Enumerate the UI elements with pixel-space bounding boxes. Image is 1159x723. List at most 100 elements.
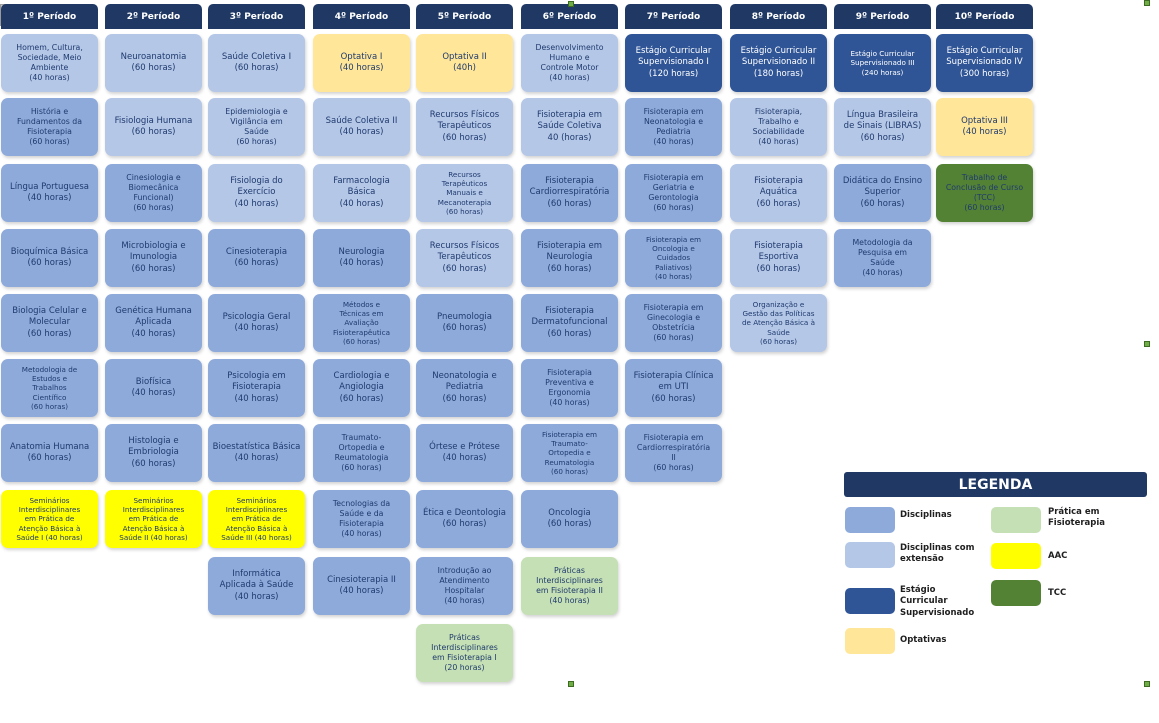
legend-swatch <box>991 580 1041 606</box>
course-box[interactable]: História e Fundamentos da Fisioterapia (… <box>1 98 98 156</box>
course-box[interactable]: Fisiologia Humana (60 horas) <box>105 98 202 156</box>
course-box[interactable]: Recursos Físicos Terapêuticos (60 horas) <box>416 98 513 156</box>
course-box[interactable]: Fisioterapia em Geriatria e Gerontologia… <box>625 164 722 222</box>
course-box[interactable]: Seminários Interdisciplinares em Prática… <box>105 490 202 548</box>
course-box[interactable]: Metodologia da Pesquisa em Saúde (40 hor… <box>834 229 931 287</box>
course-box[interactable]: Fisioterapia Esportiva (60 horas) <box>730 229 827 287</box>
course-box[interactable]: Neonatologia e Pediatria (60 horas) <box>416 359 513 417</box>
course-box[interactable]: Optativa I (40 horas) <box>313 34 410 92</box>
course-box[interactable]: Microbiologia e Imunologia (60 horas) <box>105 229 202 287</box>
period-header: 10º Período <box>936 4 1033 29</box>
course-box[interactable]: Farmacologia Básica (40 horas) <box>313 164 410 222</box>
course-box[interactable]: Fisioterapia em Neurologia (60 horas) <box>521 229 618 287</box>
course-box[interactable]: Cardiologia e Angiologia (60 horas) <box>313 359 410 417</box>
course-box[interactable]: Fisioterapia em Oncologia e Cuidados Pal… <box>625 229 722 287</box>
period-header: 5º Período <box>416 4 513 29</box>
period-header: 3º Período <box>208 4 305 29</box>
course-box[interactable]: Metodologia de Estudos e Trabalhos Cient… <box>1 359 98 417</box>
course-box[interactable]: Práticas Interdisciplinares em Fisiotera… <box>416 624 513 682</box>
course-box[interactable]: Língua Portuguesa (40 horas) <box>1 164 98 222</box>
course-box[interactable]: Saúde Coletiva I (60 horas) <box>208 34 305 92</box>
legend-label: Prática em Fisioterapia <box>1048 507 1106 529</box>
course-box[interactable]: Estágio Curricular Supervisionado II (18… <box>730 34 827 92</box>
course-box[interactable]: Órtese e Prótese (40 horas) <box>416 424 513 482</box>
course-box[interactable]: Recursos Terapêuticos Manuais e Mecanote… <box>416 164 513 222</box>
course-box[interactable]: Pneumologia (60 horas) <box>416 294 513 352</box>
course-box[interactable]: Fisioterapia em Cardiorrespiratória II (… <box>625 424 722 482</box>
selection-handle[interactable] <box>1144 0 1150 6</box>
course-box[interactable]: Traumato- Ortopedia e Reumatologia (60 h… <box>313 424 410 482</box>
course-box[interactable]: Fisioterapia Clínica em UTI (60 horas) <box>625 359 722 417</box>
legend-swatch <box>845 507 895 533</box>
period-header: 7º Período <box>625 4 722 29</box>
course-box[interactable]: Cinesioterapia (60 horas) <box>208 229 305 287</box>
course-box[interactable]: Práticas Interdisciplinares em Fisiotera… <box>521 557 618 615</box>
course-box[interactable]: Biologia Celular e Molecular (60 horas) <box>1 294 98 352</box>
course-box[interactable]: Cinesiologia e Biomecânica Funcional) (6… <box>105 164 202 222</box>
course-box[interactable]: Neuroanatomia (60 horas) <box>105 34 202 92</box>
course-box[interactable]: Fisiologia do Exercício (40 horas) <box>208 164 305 222</box>
course-box[interactable]: Fisioterapia em Neonatologia e Pediatria… <box>625 98 722 156</box>
period-header: 4º Período <box>313 4 410 29</box>
course-box[interactable]: Desenvolvimento Humano e Controle Motor … <box>521 34 618 92</box>
selection-handle[interactable] <box>1144 341 1150 347</box>
course-box[interactable]: Fisioterapia Cardiorrespiratória (60 hor… <box>521 164 618 222</box>
course-box[interactable]: Genética Humana Aplicada (40 horas) <box>105 294 202 352</box>
course-box[interactable]: Bioestatística Básica (40 horas) <box>208 424 305 482</box>
course-box[interactable]: Fisioterapia em Saúde Coletiva 40 (horas… <box>521 98 618 156</box>
course-box[interactable]: Organização e Gestão das Políticas de At… <box>730 294 827 352</box>
course-box[interactable]: Fisioterapia, Trabalho e Sociabilidade (… <box>730 98 827 156</box>
course-box[interactable]: Anatomia Humana (60 horas) <box>1 424 98 482</box>
course-box[interactable]: Introdução ao Atendimento Hospitalar (40… <box>416 557 513 615</box>
legend-swatch <box>845 542 895 568</box>
course-box[interactable]: Epidemiologia e Vigilância em Saúde (60 … <box>208 98 305 156</box>
legend-label: Optativas <box>900 635 947 645</box>
course-box[interactable]: Fisioterapia Dermatofuncional (60 horas) <box>521 294 618 352</box>
course-box[interactable]: Fisioterapia Aquática (60 horas) <box>730 164 827 222</box>
legend-label: Disciplinas <box>900 510 952 520</box>
course-box[interactable]: Fisioterapia Preventiva e Ergonomia (40 … <box>521 359 618 417</box>
course-box[interactable]: Seminários Interdisciplinares em Prática… <box>208 490 305 548</box>
selection-handle[interactable] <box>568 1 574 7</box>
course-box[interactable]: Métodos e Técnicas em Avaliação Fisioter… <box>313 294 410 352</box>
course-box[interactable]: Oncologia (60 horas) <box>521 490 618 548</box>
legend-swatch <box>845 588 895 614</box>
course-box[interactable]: Língua Brasileira de Sinais (LIBRAS) (60… <box>834 98 931 156</box>
course-box[interactable]: Informática Aplicada à Saúde (40 horas) <box>208 557 305 615</box>
course-box[interactable]: Fisioterapia em Traumato- Ortopedia e Re… <box>521 424 618 482</box>
course-box[interactable]: Psicologia Geral (40 horas) <box>208 294 305 352</box>
period-header: 1º Período <box>1 4 98 29</box>
course-box[interactable]: Saúde Coletiva II (40 horas) <box>313 98 410 156</box>
course-box[interactable]: Optativa III (40 horas) <box>936 98 1033 156</box>
legend-label: TCC <box>1048 588 1067 598</box>
legend-swatch <box>991 543 1041 569</box>
selection-handle[interactable] <box>568 681 574 687</box>
course-box[interactable]: Tecnologias da Saúde e da Fisioterapia (… <box>313 490 410 548</box>
course-box[interactable]: Biofísica (40 horas) <box>105 359 202 417</box>
course-box[interactable]: Cinesioterapia II (40 horas) <box>313 557 410 615</box>
period-header: 2º Período <box>105 4 202 29</box>
course-box[interactable]: Estágio Curricular Supervisionado I (120… <box>625 34 722 92</box>
course-box[interactable]: Estágio Curricular Supervisionado III (2… <box>834 34 931 92</box>
legend-swatch <box>991 507 1041 533</box>
legend-title: LEGENDA <box>844 472 1147 497</box>
course-box[interactable]: Psicologia em Fisioterapia (40 horas) <box>208 359 305 417</box>
course-box[interactable]: Histologia e Embriologia (60 horas) <box>105 424 202 482</box>
course-box[interactable]: Neurologia (40 horas) <box>313 229 410 287</box>
course-box[interactable]: Seminários Interdisciplinares em Prática… <box>1 490 98 548</box>
course-box[interactable]: Homem, Cultura, Sociedade, Meio Ambiente… <box>1 34 98 92</box>
period-header: 8º Período <box>730 4 827 29</box>
legend-swatch <box>845 628 895 654</box>
selection-handle[interactable] <box>1144 681 1150 687</box>
course-box[interactable]: Estágio Curricular Supervisionado IV (30… <box>936 34 1033 92</box>
legend-label: Estágio Curricular Supervisionado <box>900 585 975 618</box>
period-header: 6º Período <box>521 4 618 29</box>
course-box[interactable]: Didática do Ensino Superior (60 horas) <box>834 164 931 222</box>
course-box[interactable]: Ética e Deontologia (60 horas) <box>416 490 513 548</box>
course-box[interactable]: Optativa II (40h) <box>416 34 513 92</box>
course-box[interactable]: Recursos Físicos Terapêuticos (60 horas) <box>416 229 513 287</box>
course-box[interactable]: Bioquímica Básica (60 horas) <box>1 229 98 287</box>
period-header: 9º Período <box>834 4 931 29</box>
course-box[interactable]: Fisioterapia em Ginecologia e Obstetríci… <box>625 294 722 352</box>
course-box[interactable]: Trabalho de Conclusão de Curso (TCC) (60… <box>936 164 1033 222</box>
